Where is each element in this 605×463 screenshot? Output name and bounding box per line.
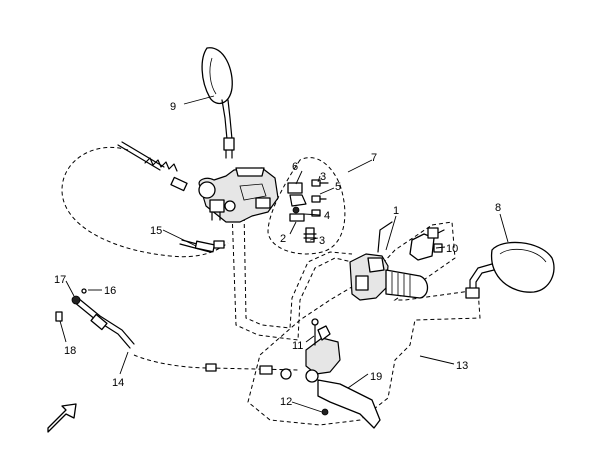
group-outline-13 bbox=[247, 221, 481, 426]
callout-18: 18 bbox=[64, 345, 76, 357]
callout-7: 7 bbox=[371, 152, 377, 164]
part-6-body bbox=[287, 182, 303, 194]
lever-pivot-parts bbox=[287, 179, 329, 243]
left-switch-grip bbox=[349, 221, 429, 301]
right-mirror bbox=[465, 241, 555, 299]
switch-connector bbox=[409, 227, 445, 261]
leader-lines bbox=[59, 95, 509, 413]
brake-master-cylinder bbox=[198, 167, 279, 223]
callout-15: 15 bbox=[150, 225, 162, 237]
cable-adjuster-parts bbox=[55, 288, 87, 322]
callout-11: 11 bbox=[292, 340, 303, 352]
callout-1: 1 bbox=[393, 205, 399, 217]
group-outline-7 bbox=[267, 157, 346, 255]
handlebar-outline bbox=[231, 209, 353, 341]
callout-13: 13 bbox=[456, 360, 468, 372]
throttle-cable-spring bbox=[144, 157, 178, 172]
callout-2: 2 bbox=[280, 233, 286, 245]
callout-4: 4 bbox=[324, 210, 330, 222]
front-arrow-icon bbox=[47, 403, 77, 433]
throttle-cable bbox=[61, 141, 229, 258]
callout-9: 9 bbox=[170, 101, 176, 113]
callout-12: 12 bbox=[280, 396, 292, 408]
callout-6: 6 bbox=[292, 161, 298, 173]
callout-3b: 3 bbox=[319, 235, 325, 247]
callout-17: 17 bbox=[54, 274, 66, 286]
callout-16: 16 bbox=[104, 285, 116, 297]
callout-10: 10 bbox=[446, 243, 458, 255]
callout-5: 5 bbox=[335, 181, 341, 193]
callout-8: 8 bbox=[495, 202, 501, 214]
clutch-cable bbox=[73, 297, 301, 380]
callout-14: 14 bbox=[112, 377, 124, 389]
callout-labels: 1 2 3 3 4 5 6 7 8 9 10 11 12 13 14 15 16… bbox=[54, 101, 501, 408]
callout-3a: 3 bbox=[320, 171, 326, 183]
left-mirror bbox=[201, 47, 235, 159]
callout-19: 19 bbox=[370, 371, 382, 383]
clutch-lever-assembly bbox=[305, 318, 381, 429]
